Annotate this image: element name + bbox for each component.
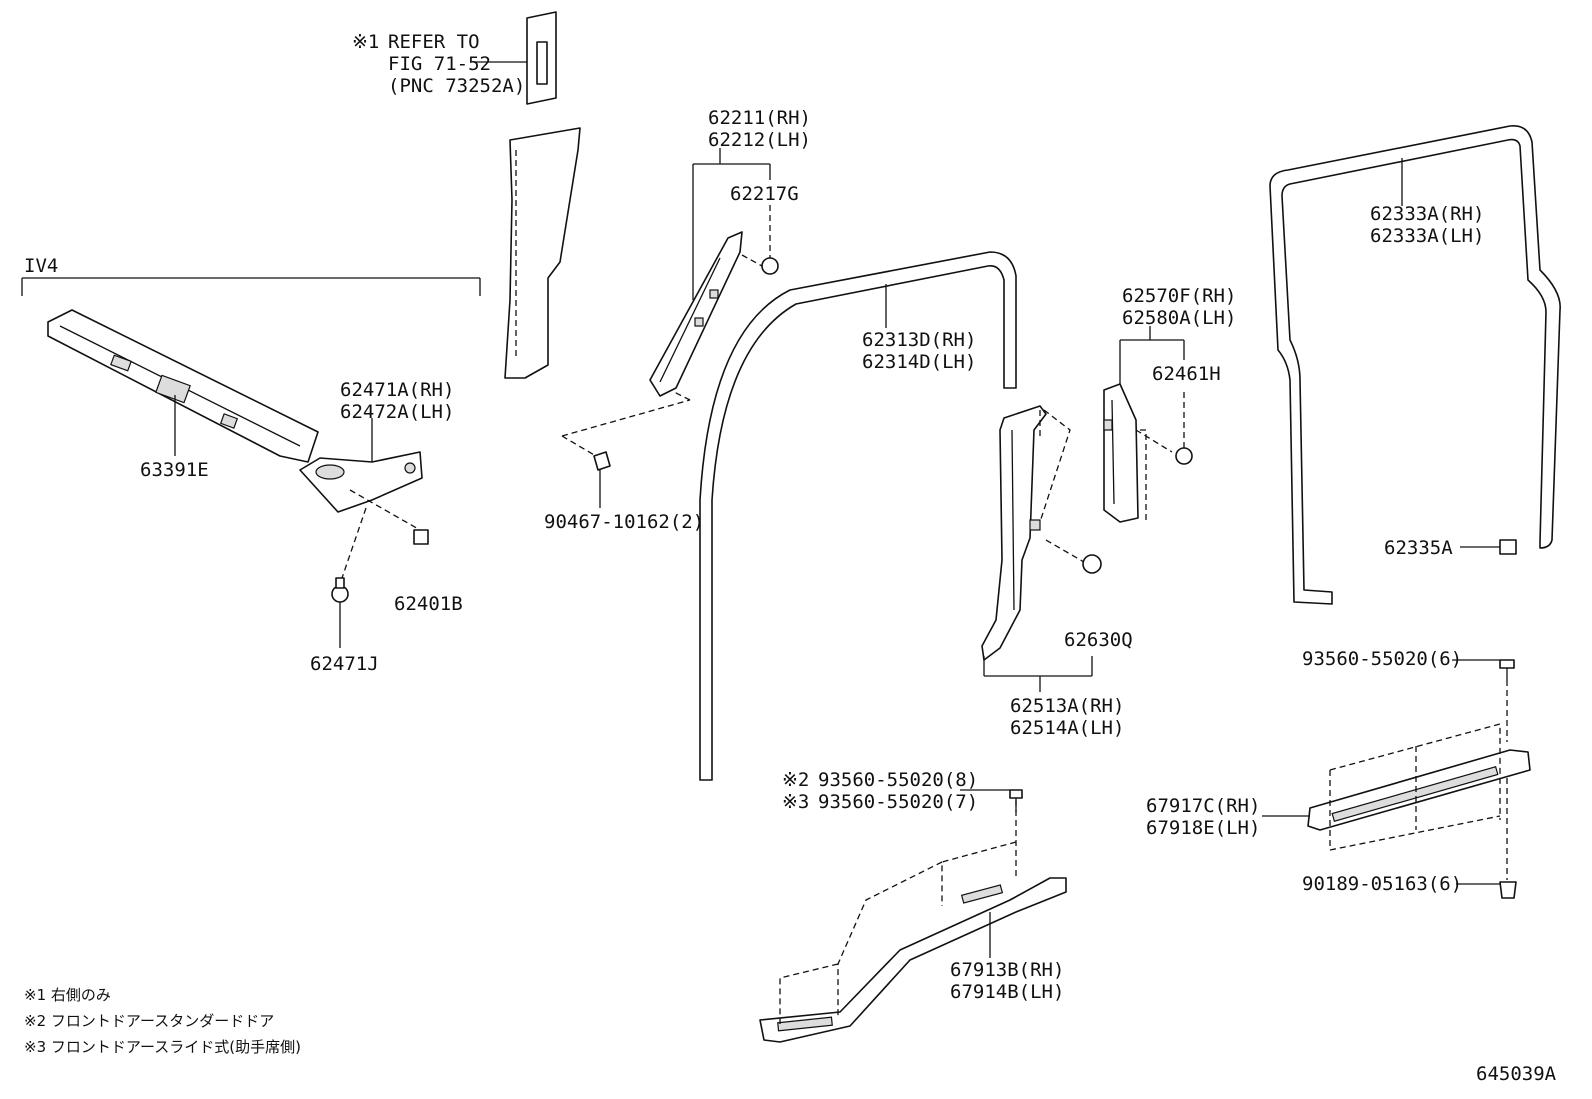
group-bracket [21, 277, 481, 296]
label-62471a: 62471A(RH) [340, 379, 454, 401]
part-62461h [1175, 392, 1193, 465]
screw-front [960, 789, 1023, 812]
part-62630q [1045, 539, 1102, 574]
refer-line-3: (PNC 73252A) [388, 75, 525, 97]
label-62335a: 62335A [1384, 537, 1453, 559]
label-62212: 62212(LH) [708, 129, 811, 151]
label-62334a: 62333A(LH) [1370, 225, 1484, 247]
refer-line-2: FIG 71-52 [388, 53, 491, 75]
footnote-3: ※3 フロントドアースライド式(助手席側) [24, 1038, 301, 1056]
refer-mark: ※1 [352, 31, 379, 53]
label-90189: 90189-05163(6) [1302, 873, 1462, 895]
label-93560-6: 93560-55020(6) [1302, 648, 1462, 670]
part-62333a [1269, 125, 1561, 605]
part-90467 [561, 391, 691, 508]
group-label: IV4 [24, 255, 58, 277]
label-67914b: 67914B(LH) [950, 981, 1064, 1003]
refer-line-1: REFER TO [388, 31, 480, 53]
label-93560-7: 93560-55020(7) [818, 791, 978, 813]
label-62217g: 62217G [730, 183, 799, 205]
label-62514a: 62514A(LH) [1010, 717, 1124, 739]
label-62401b: 62401B [394, 593, 463, 615]
label-62630q: 62630Q [1064, 629, 1133, 651]
part-62217g [741, 205, 779, 275]
part-67913b [759, 800, 1067, 1043]
label-67913b: 67913B(RH) [950, 959, 1064, 981]
part-62471a [299, 418, 423, 513]
part-62570f [1103, 326, 1185, 523]
label-62314d: 62314D(LH) [862, 351, 976, 373]
mark-2: ※2 [782, 769, 809, 791]
label-67917c: 67917C(RH) [1146, 795, 1260, 817]
labels: ※1 REFER TO FIG 71-52 (PNC 73252A) IV4 6… [24, 31, 1557, 1085]
label-62513a: 62513A(RH) [1010, 695, 1124, 717]
part-67917c [1262, 723, 1531, 851]
label-62570f: 62570F(RH) [1122, 285, 1236, 307]
part-62401b [349, 489, 429, 545]
label-62472a: 62472A(LH) [340, 401, 454, 423]
part-62513a [981, 405, 1093, 692]
footnote-2: ※2 フロントドアースタンダードドア [24, 1012, 274, 1030]
label-62313d: 62313D(RH) [862, 329, 976, 351]
label-62461h: 62461H [1152, 363, 1221, 385]
label-62333a: 62333A(RH) [1370, 203, 1484, 225]
part-62211 [649, 148, 771, 397]
footnote-1: ※1 右側のみ [24, 986, 111, 1004]
pillar-trim-upper [504, 127, 581, 379]
label-90467: 90467-10162(2) [544, 511, 704, 533]
label-63391e: 63391E [140, 459, 209, 481]
part-62471j [331, 507, 367, 648]
part-62313d [699, 251, 1017, 781]
figure-id: 645039A [1476, 1063, 1557, 1085]
label-67918e: 67918E(LH) [1146, 817, 1260, 839]
label-93560-8: 93560-55020(8) [818, 769, 978, 791]
part-63391e [47, 309, 319, 463]
screw-rear-top [1452, 659, 1515, 742]
label-62580a: 62580A(LH) [1122, 307, 1236, 329]
mark-3: ※3 [782, 791, 809, 813]
label-62471j: 62471J [310, 653, 379, 675]
reference-plate [474, 11, 557, 105]
label-62211: 62211(RH) [708, 107, 811, 129]
clip-rear-bottom [1456, 778, 1517, 899]
